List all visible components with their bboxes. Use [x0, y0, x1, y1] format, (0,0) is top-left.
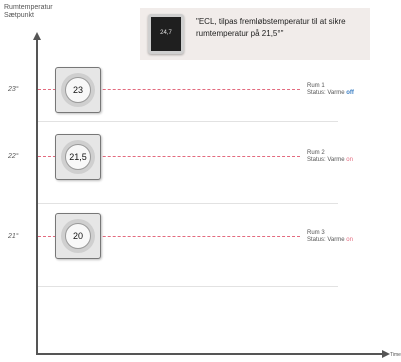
room-status: Status: Varme on [307, 157, 353, 163]
y-axis-label-line-1: Rumtemperatur [4, 4, 53, 11]
room-2-label: Rum 2 Status: Varme on [307, 150, 353, 164]
room-3-label: Rum 3 Status: Varme on [307, 230, 353, 244]
room-status: Status: Varme off [307, 90, 354, 96]
y-tick-23: 23° [8, 86, 19, 93]
thermostat-dial-icon: 23 [61, 73, 95, 107]
y-axis-label-line-2: Sætpunkt [4, 12, 34, 19]
y-axis-label: Rumtemperatur Sætpunkt [4, 4, 53, 20]
thermostat-room-3: 20 [55, 213, 101, 259]
room-1-label: Rum 1 Status: Varme off [307, 83, 354, 97]
separator-line [38, 286, 338, 287]
thermostat-setpoint: 23 [65, 77, 91, 103]
separator-line [38, 203, 338, 204]
setpoint-line-room-3 [38, 236, 300, 237]
setpoint-line-room-1 [38, 89, 300, 90]
room-name: Rum 1 [307, 83, 325, 89]
thermostat-setpoint: 21,5 [65, 144, 91, 170]
ecl-display-value: 24,7 [160, 30, 172, 36]
y-axis [36, 38, 38, 354]
y-tick-21: 21° [8, 233, 19, 240]
setpoint-line-room-2 [38, 156, 300, 157]
heating-state: on [346, 157, 353, 163]
thermostat-room-2: 21,5 [55, 134, 101, 180]
room-name: Rum 3 [307, 230, 325, 236]
x-axis-label: Time [390, 352, 401, 358]
callout-text: "ECL, tilpas fremløbstemperatur til at s… [196, 17, 346, 38]
thermostat-dial-icon: 21,5 [61, 140, 95, 174]
thermostat-setpoint: 20 [65, 223, 91, 249]
thermostat-dial-icon: 20 [61, 219, 95, 253]
x-axis-arrow-icon [382, 350, 390, 358]
x-axis [36, 353, 384, 355]
heating-state: on [346, 237, 353, 243]
y-axis-arrow-icon [33, 32, 41, 40]
y-tick-22: 22° [8, 153, 19, 160]
room-status: Status: Varme on [307, 237, 353, 243]
ecl-controller-icon: 24,7 [148, 14, 184, 54]
room-name: Rum 2 [307, 150, 325, 156]
heating-state: off [346, 90, 354, 96]
separator-line [38, 121, 338, 122]
thermostat-room-1: 23 [55, 67, 101, 113]
